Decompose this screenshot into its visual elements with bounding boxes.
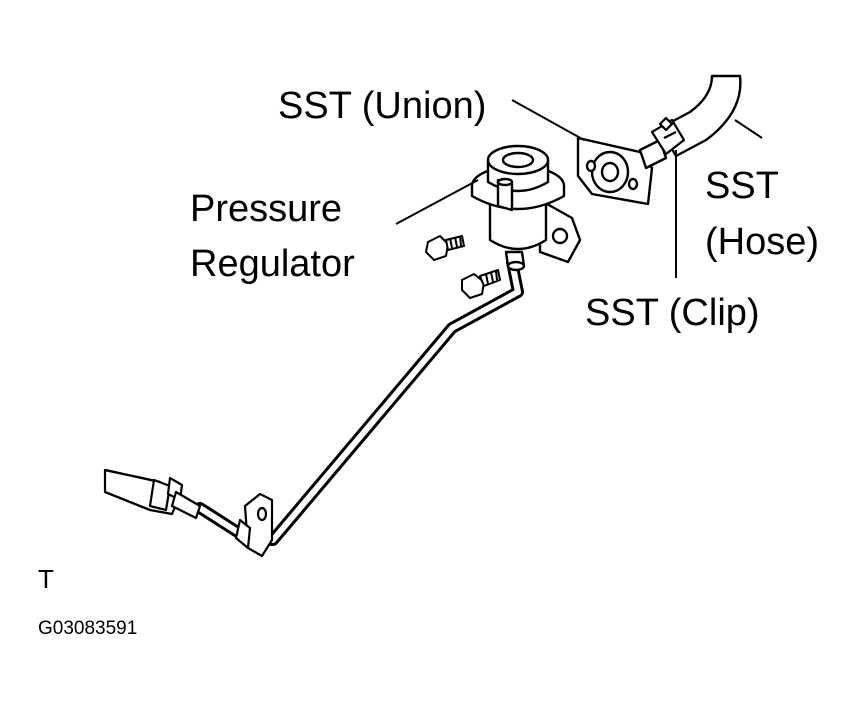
sst-clip bbox=[650, 116, 686, 156]
label-pressure-regulator-line1: Pressure bbox=[190, 188, 342, 230]
label-sst-hose-line2: (Hose) bbox=[705, 221, 819, 263]
label-sst-hose-line1: SST bbox=[705, 165, 779, 207]
label-sst-union: SST (Union) bbox=[278, 85, 486, 127]
bolt-upper bbox=[425, 235, 465, 261]
sst-union bbox=[576, 136, 668, 206]
lower-hose bbox=[103, 468, 202, 520]
pressure-regulator bbox=[470, 144, 582, 272]
label-sst-clip: SST (Clip) bbox=[585, 292, 760, 334]
corner-tag: T bbox=[38, 564, 54, 594]
figure-code: G03083591 bbox=[38, 618, 137, 639]
leader-lines bbox=[395, 99, 763, 278]
fuel-pipe bbox=[194, 256, 524, 546]
label-pressure-regulator-line2: Regulator bbox=[190, 243, 355, 285]
pipe-bracket bbox=[234, 492, 274, 558]
bolt-lower bbox=[461, 269, 501, 299]
